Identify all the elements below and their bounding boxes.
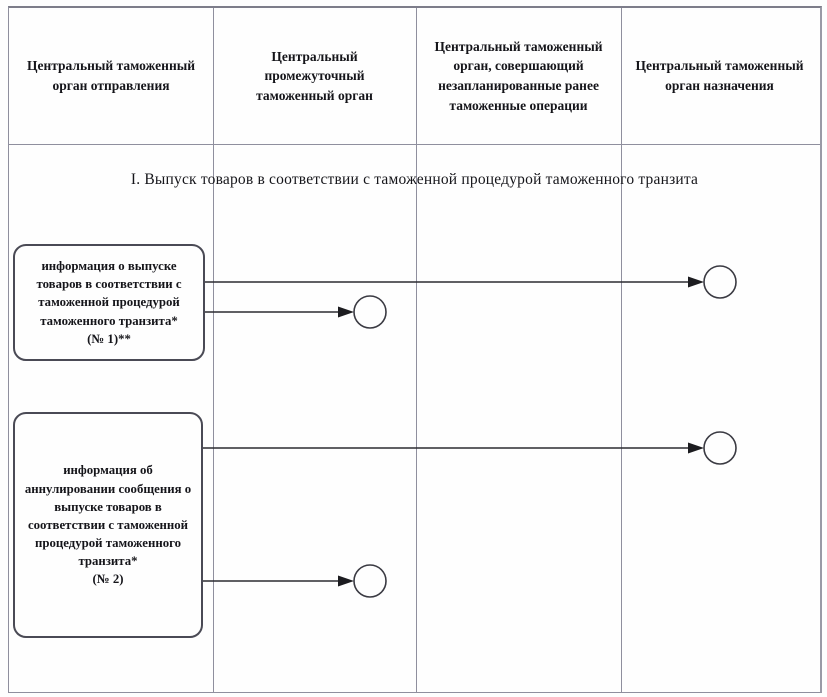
connector-layer	[203, 265, 737, 598]
event-circle	[353, 564, 387, 598]
lane-header-unplanned-operations: Центральный таможенный орган, совершающи…	[434, 38, 603, 113]
lane-separator	[621, 8, 622, 692]
lane-header-intermediate: Центральный промежуточный таможенный орг…	[256, 48, 373, 103]
lane-header-destination: Центральный таможенный орган назначения	[635, 58, 804, 93]
event-circle	[703, 431, 737, 465]
message-box-cancellation-info: информация об аннулировании сообщения о …	[13, 412, 203, 638]
arrow-head	[338, 575, 354, 587]
section-title: I. Выпуск товаров в соответствии с тамож…	[130, 171, 699, 188]
message-label: информация об аннулировании сообщения о …	[24, 463, 192, 569]
arrow-head	[688, 276, 704, 288]
event-circle	[703, 265, 737, 299]
message-number: (№ 2)	[92, 572, 124, 587]
lane-header-departure: Центральный таможенный орган отправления	[26, 58, 196, 93]
lane-separator	[416, 8, 417, 692]
header-divider	[9, 144, 820, 145]
message-number: (№ 1)**	[87, 331, 131, 346]
swimlane-table: Центральный таможенный орган отправления…	[8, 6, 822, 693]
arrow-head	[338, 306, 354, 318]
lane-separator	[213, 8, 214, 692]
arrow-head	[688, 442, 704, 454]
message-label: информация о выпуске товаров в соответст…	[36, 259, 182, 328]
event-circle	[353, 295, 387, 329]
message-box-release-info: информация о выпуске товаров в соответст…	[13, 244, 205, 361]
